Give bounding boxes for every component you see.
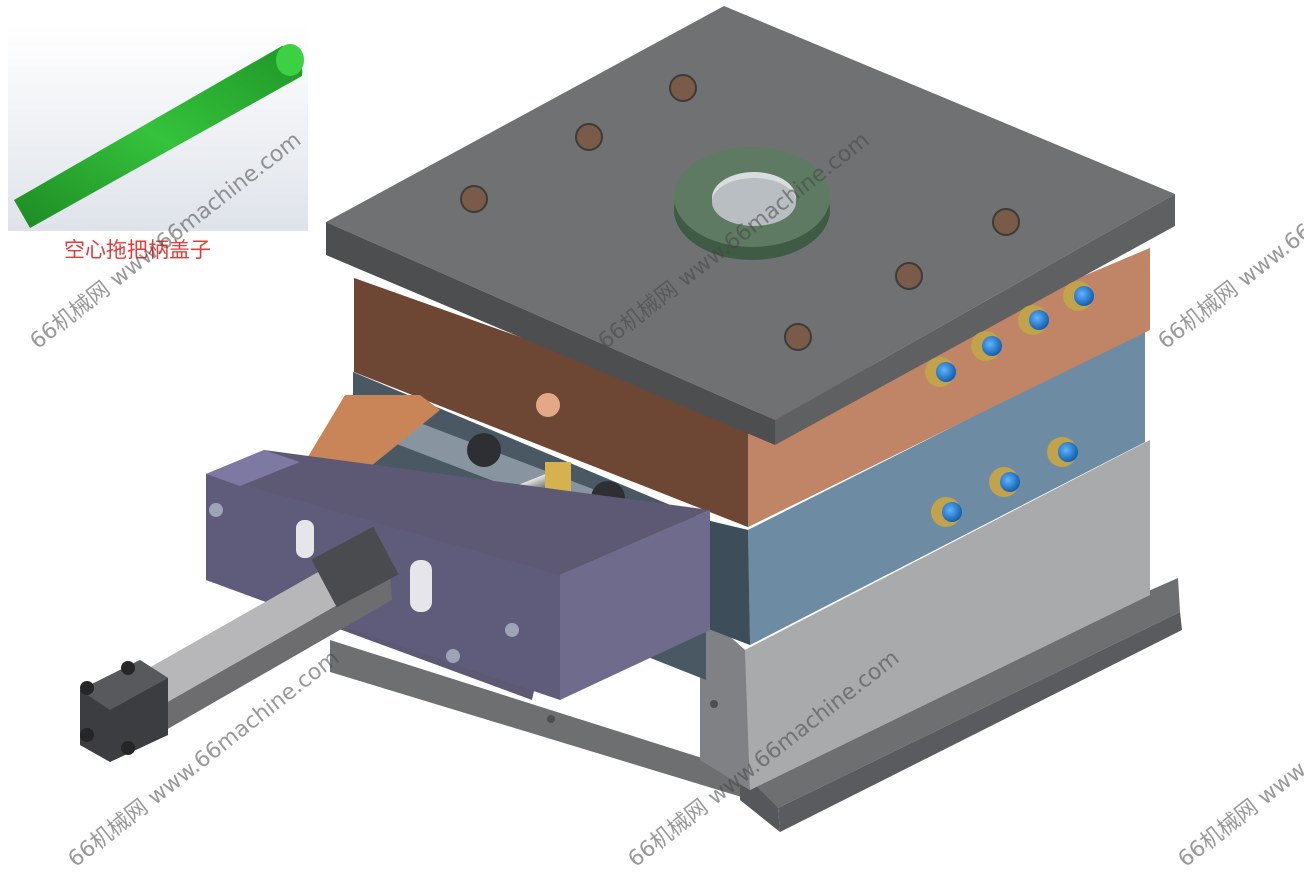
hydraulic-cylinder xyxy=(80,526,399,762)
part-caption: 空心拖把柄盖子 xyxy=(64,238,211,262)
small-hole xyxy=(547,715,555,723)
handle-cap-end xyxy=(276,44,304,76)
bolt xyxy=(446,649,460,663)
bolt xyxy=(505,623,519,637)
slot xyxy=(296,520,314,558)
screw-heads xyxy=(460,74,1020,351)
fitting xyxy=(931,497,962,527)
cylinder-flange xyxy=(311,526,399,608)
bolt xyxy=(209,503,223,517)
fitting xyxy=(989,467,1020,497)
bottom-block xyxy=(700,440,1150,790)
part-thumbnail xyxy=(8,26,308,231)
fitting xyxy=(1063,281,1094,311)
pin-head xyxy=(467,433,501,467)
fitting xyxy=(971,331,1002,361)
blue-cavity-plate xyxy=(353,330,1145,645)
locating-ring xyxy=(674,147,830,260)
fitting xyxy=(925,357,956,387)
slot xyxy=(410,560,432,612)
small-hole xyxy=(710,700,718,708)
copper-core-plate xyxy=(354,248,1150,527)
cooling-fittings xyxy=(925,281,1094,527)
guide-hole xyxy=(536,393,560,417)
fitting xyxy=(1047,437,1078,467)
green-handle-cap xyxy=(14,46,303,228)
fitting xyxy=(1018,305,1049,335)
top-clamp-plate xyxy=(326,6,1175,445)
mold-assembly-render xyxy=(8,6,1182,832)
